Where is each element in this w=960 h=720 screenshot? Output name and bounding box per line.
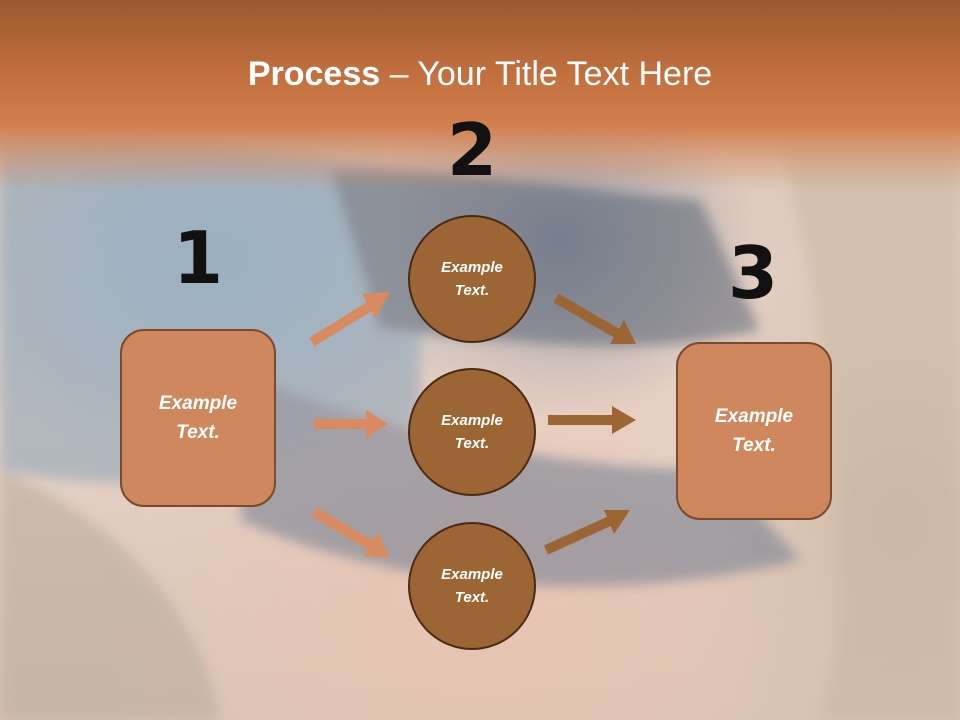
arrow-to-top-head <box>362 292 390 318</box>
step-number-2: 2 <box>446 108 498 192</box>
middle-node-top-text: Example Text. <box>441 259 503 299</box>
step-3-box: Example Text. <box>676 342 832 520</box>
arrow-from-top <box>553 293 621 339</box>
page-title: Process – Your Title Text Here <box>0 52 960 96</box>
arrow-from-bottom <box>543 515 615 555</box>
arrow-to-middle-head <box>366 410 388 438</box>
title-bold: Process <box>247 55 381 93</box>
step-number-3: 3 <box>727 231 779 315</box>
step-1-box: Example Text. <box>120 329 276 507</box>
arrow-from-middle-head <box>612 406 636 434</box>
arrow-to-bottom <box>311 507 375 551</box>
step-1-text: Example Text. <box>158 393 238 443</box>
middle-node-bottom-text: Example Text. <box>441 566 503 606</box>
middle-node-middle-text: Example Text. <box>441 412 503 452</box>
middle-node-middle: Example Text. <box>408 368 536 496</box>
title-rest: – Your Title Text Here <box>380 55 713 93</box>
step-number-1: 1 <box>172 216 224 300</box>
arrow-from-top-head <box>610 320 636 344</box>
middle-node-top: Example Text. <box>408 215 536 343</box>
arrow-to-top <box>309 300 375 347</box>
step-3-text: Example Text. <box>714 406 794 456</box>
arrow-from-bottom-head <box>604 510 630 534</box>
title-band <box>0 0 960 190</box>
arrow-to-bottom-head <box>364 532 390 558</box>
middle-node-bottom: Example Text. <box>408 522 536 650</box>
